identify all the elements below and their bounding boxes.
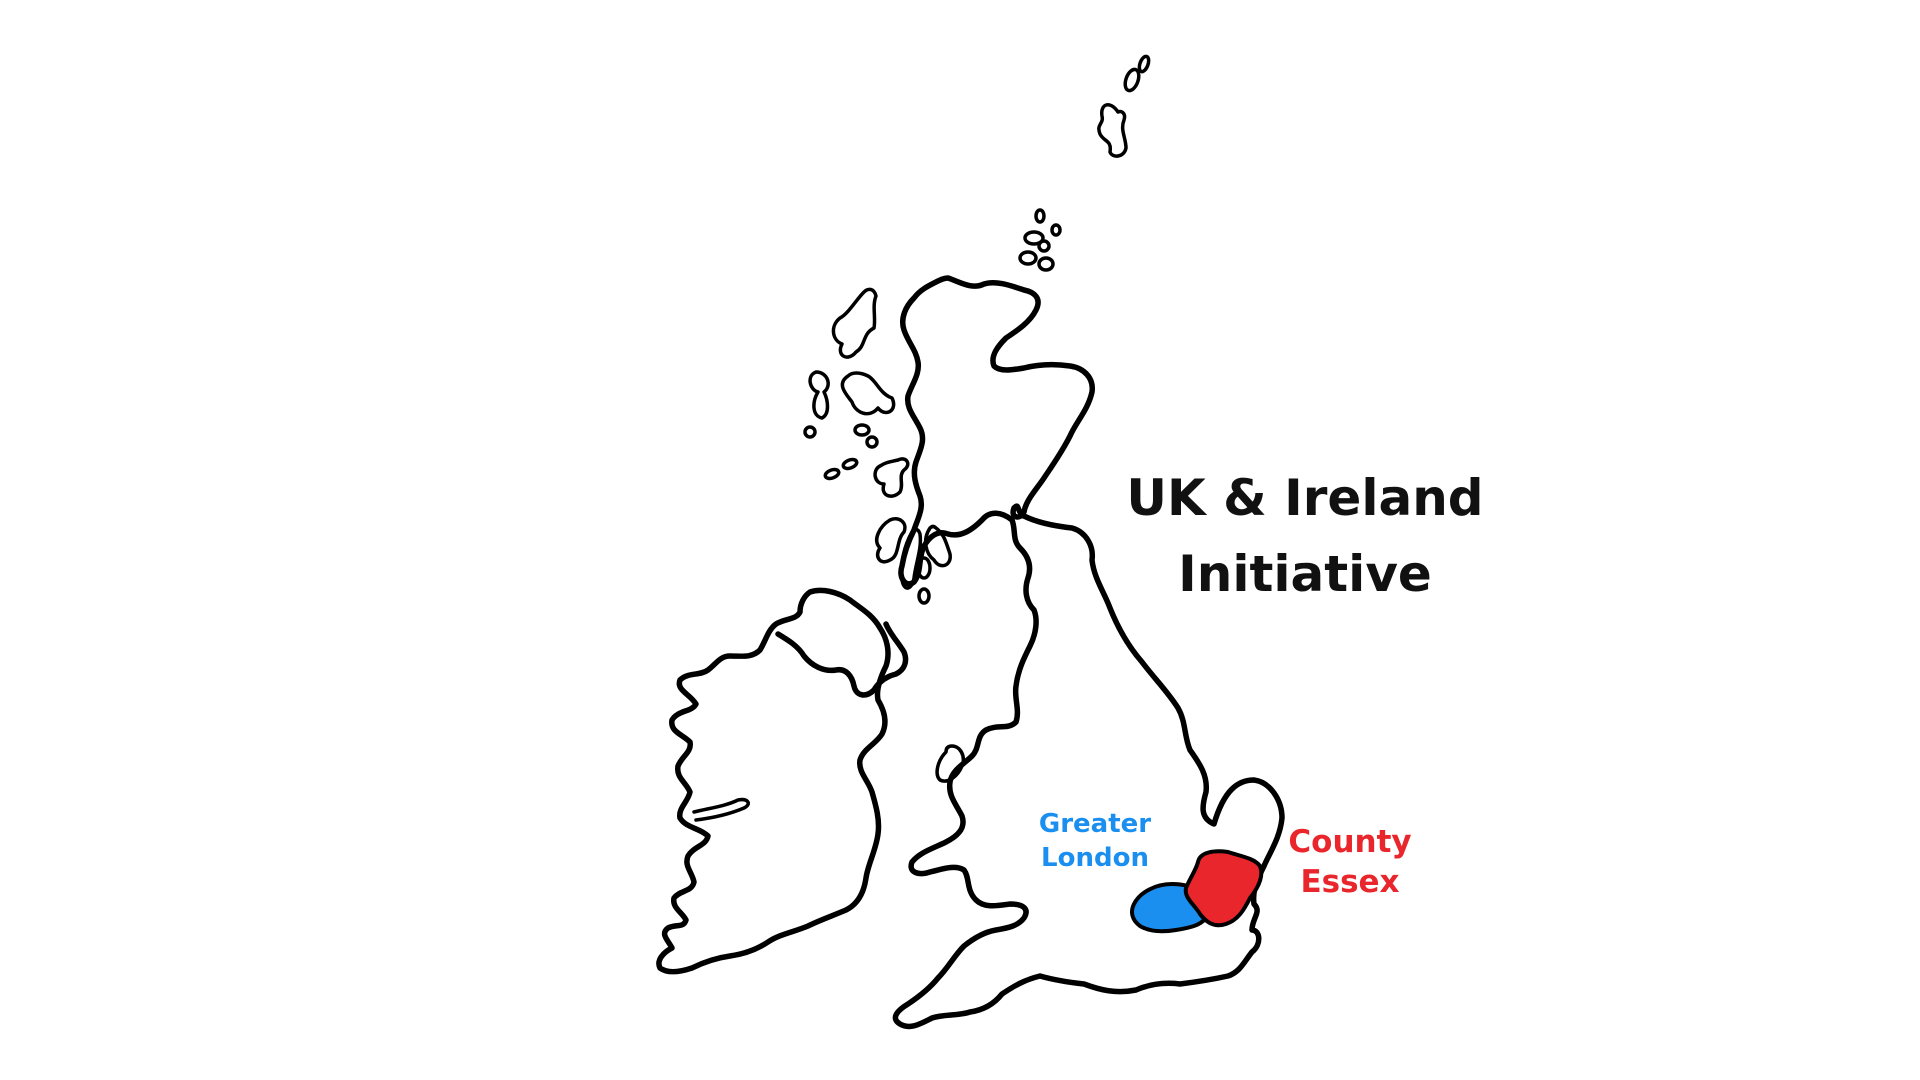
county-essex-label-line1: County xyxy=(1288,824,1412,860)
great-britain-outline xyxy=(892,275,1285,1030)
title-line-2: Initiative xyxy=(1178,545,1432,603)
shetland-islands xyxy=(1097,54,1151,158)
ireland-outline xyxy=(656,587,891,975)
title-line-1: UK & Ireland xyxy=(1126,469,1484,527)
anglesey-outline xyxy=(935,744,965,783)
county-essex-region xyxy=(1183,849,1264,928)
ireland-shannon-detail xyxy=(692,797,750,822)
county-essex-label: County Essex xyxy=(1265,822,1435,903)
northern-ireland-border xyxy=(775,621,909,698)
hebrides-islands xyxy=(803,287,952,605)
greater-london-label-line1: Greater xyxy=(1038,809,1152,839)
greater-london-label: Greater London xyxy=(1020,808,1170,876)
county-essex-label-line2: Essex xyxy=(1300,864,1400,901)
greater-london-label-line2: London xyxy=(1041,842,1149,873)
orkney-islands xyxy=(1018,208,1062,272)
